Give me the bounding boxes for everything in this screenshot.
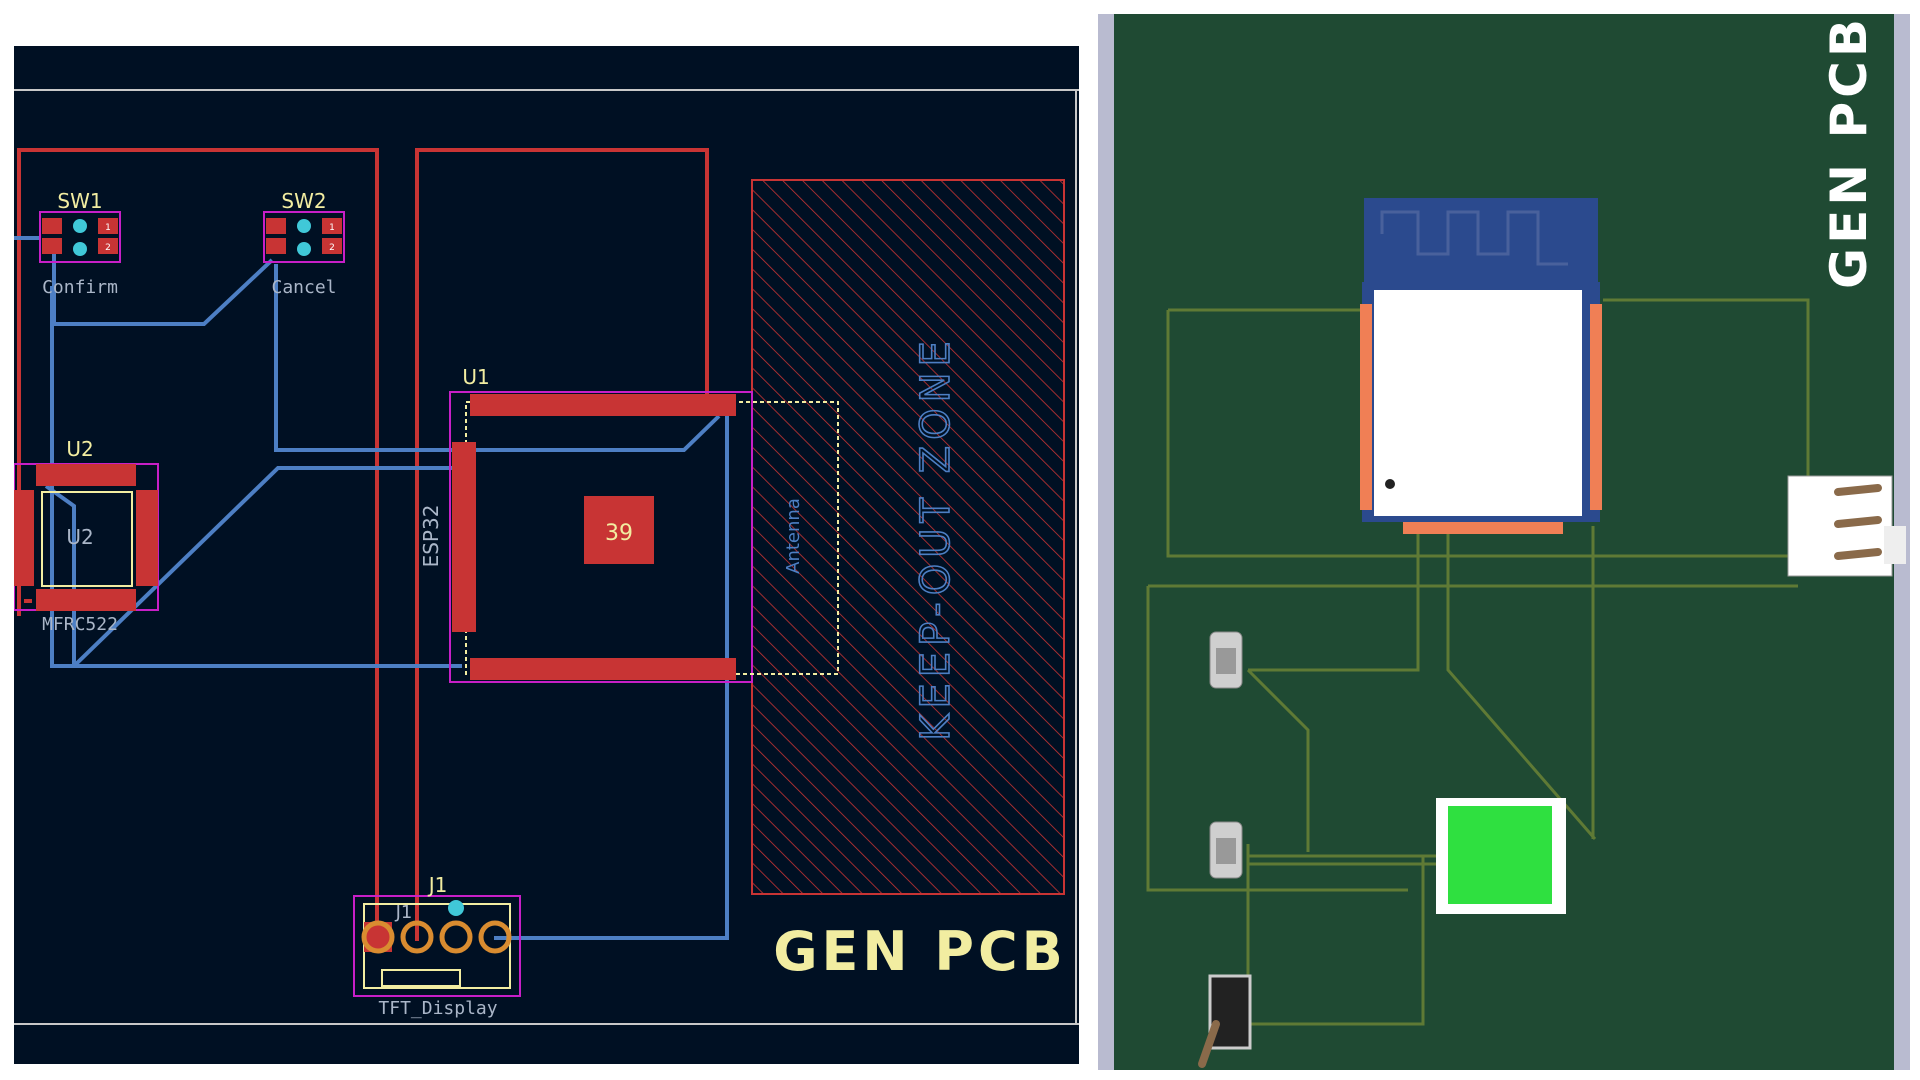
sw-pad-numbers: 1 2 1 2 bbox=[105, 223, 335, 253]
module-pads bbox=[1360, 304, 1602, 534]
power-connector-3d[interactable] bbox=[1198, 974, 1252, 1068]
module-shield bbox=[1374, 290, 1582, 516]
u1-ref: U1 bbox=[462, 365, 489, 389]
esp32-module-3d[interactable] bbox=[1360, 198, 1602, 534]
silkscreen-gen-pcb: GEN PCB bbox=[773, 920, 1067, 983]
thermal-pad-label: 39 bbox=[605, 521, 633, 546]
svg-text:2: 2 bbox=[105, 243, 111, 253]
pcb-3d-viewer[interactable]: GEN PCB bbox=[1098, 14, 1910, 1070]
u2-value: MFRC522 bbox=[42, 614, 118, 635]
sw1-value: Confirm bbox=[42, 277, 118, 298]
footprint-u1[interactable]: 39 U1 ESP32 Antenna bbox=[419, 365, 839, 683]
back-copper-traces bbox=[14, 236, 729, 940]
antenna-label: Antenna bbox=[783, 498, 804, 574]
thermal-pad bbox=[584, 496, 654, 564]
board-traces-3d bbox=[1146, 298, 1810, 1026]
header-connector-3d[interactable] bbox=[1787, 475, 1906, 577]
sw1-ref: SW1 bbox=[57, 189, 102, 213]
switch-3d-bottom[interactable] bbox=[1209, 821, 1243, 879]
j1-ref-fab: J1 bbox=[395, 902, 413, 923]
keepout-label: KEEP-OUT ZONE bbox=[913, 335, 959, 741]
footprint-u2[interactable]: U2 U2 MFRC522 bbox=[14, 437, 159, 635]
u2-ref-fab: U2 bbox=[66, 525, 93, 549]
u2-ref: U2 bbox=[66, 437, 93, 461]
footprint-sw2[interactable]: SW2 Cancel bbox=[263, 189, 345, 298]
footprint-j1[interactable]: J1 J1 TFT_Display bbox=[353, 873, 521, 1019]
svg-text:1: 1 bbox=[329, 223, 335, 233]
svg-text:2: 2 bbox=[329, 243, 335, 253]
front-copper-traces bbox=[17, 148, 709, 941]
svg-text:1: 1 bbox=[105, 223, 111, 233]
rfid-ic-3d[interactable] bbox=[1436, 798, 1566, 914]
footprint-sw1[interactable]: SW1 Confirm bbox=[39, 189, 121, 298]
u1-value: ESP32 bbox=[419, 505, 443, 568]
silkscreen-gen-pcb-3d: GEN PCB bbox=[1820, 15, 1878, 289]
j1-value: TFT_Display bbox=[378, 998, 497, 1019]
board-edge-left bbox=[1098, 14, 1114, 1070]
pcb-editor-canvas[interactable]: KEEP-OUT ZONE SW1 bbox=[14, 46, 1079, 1064]
sw2-value: Cancel bbox=[271, 277, 336, 298]
j1-ref: J1 bbox=[427, 873, 448, 897]
switch-3d-top[interactable] bbox=[1209, 631, 1243, 689]
sw2-ref: SW2 bbox=[281, 189, 326, 213]
keepout-zone[interactable]: KEEP-OUT ZONE bbox=[751, 179, 1065, 895]
